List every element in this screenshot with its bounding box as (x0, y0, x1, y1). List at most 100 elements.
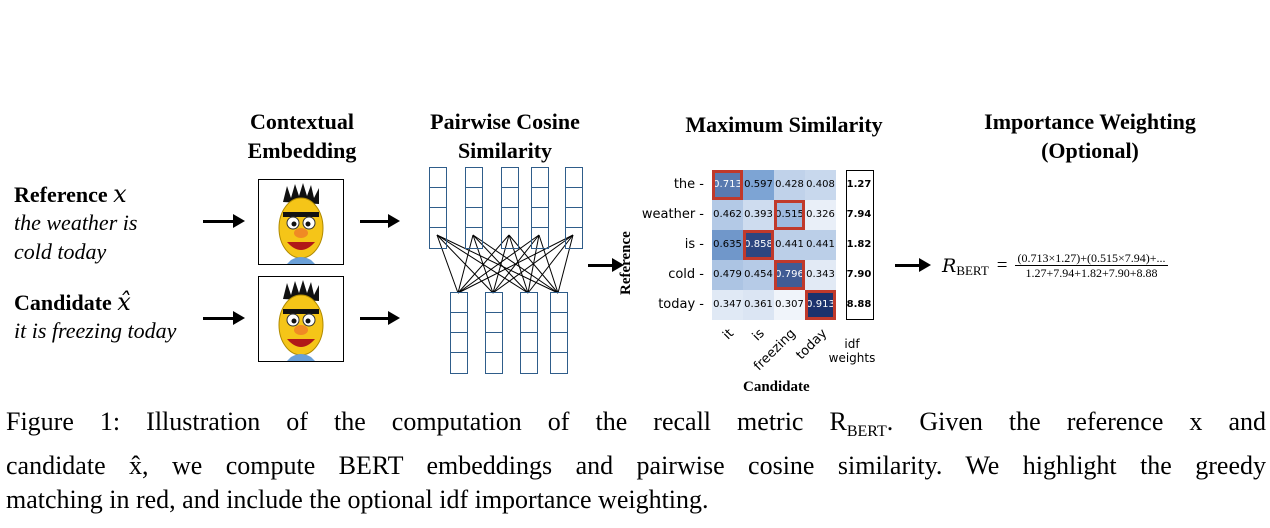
figure-caption: Figure 1: Illustration of the computatio… (6, 405, 1266, 517)
candidate-block: Candidate x̂ it is freezing today (14, 288, 176, 345)
candidate-embedding-vector (485, 292, 503, 374)
bert-embedding-box-candidate (258, 276, 344, 362)
pairwise-connection-line (557, 234, 574, 294)
heatmap-cell: 0.454 (743, 260, 774, 290)
candidate-embedding-vector (550, 292, 568, 374)
pairwise-connection-line (492, 234, 574, 294)
reference-block: Reference x the weather is cold today (14, 180, 137, 266)
reference-embedding-vector (429, 167, 447, 249)
formula-fraction: (0.713×1.27)+(0.515×7.94)+... 1.27+7.94+… (1015, 251, 1168, 280)
heatmap-cell: 0.858 (743, 230, 774, 260)
reference-embedding-vector (501, 167, 519, 249)
pairwise-connection-line (457, 234, 574, 294)
candidate-title: Candidate (14, 290, 112, 315)
caption-line1-start: Figure 1: Illustration of the computatio… (6, 407, 847, 436)
pairwise-connection-line (538, 234, 559, 294)
heatmap-column-label: it (720, 326, 737, 343)
formula-equals: = (996, 254, 1008, 276)
reference-text-line1: the weather is (14, 210, 138, 235)
caption-line1-sub: BERT (846, 423, 887, 441)
caption-line3: matching in red, and include the optiona… (6, 485, 709, 515)
reference-embedding-vector (531, 167, 549, 249)
candidate-embedding-vector (520, 292, 538, 374)
header-contextual-line2: Embedding (247, 138, 357, 163)
heatmap-row-label: is - (684, 237, 704, 252)
heatmap-cell: 0.441 (805, 230, 836, 260)
greedy-match-highlight (774, 200, 805, 230)
idf-weight-value: 7.90 (846, 269, 872, 280)
pairwise-connection-line (457, 234, 510, 294)
heatmap-cell: 0.347 (712, 290, 743, 320)
recall-formula: R BERT = (0.713×1.27)+(0.515×7.94)+... 1… (942, 251, 1168, 280)
heatmap-y-axis-label: Reference (618, 231, 634, 295)
idf-weight-value: 8.88 (846, 299, 872, 310)
heatmap-cell: 0.913 (805, 290, 836, 320)
candidate-title-line: Candidate x̂ (14, 288, 176, 316)
heatmap-cell: 0.343 (805, 260, 836, 290)
similarity-heatmap: Reference Candidate idf weights the -0.7… (600, 165, 900, 395)
bert-face-icon (278, 183, 324, 264)
heatmap-cell: 0.713 (712, 170, 743, 200)
header-pairwise-line1: Pairwise Cosine (430, 109, 580, 134)
idf-weight-value: 1.27 (846, 179, 872, 190)
pairwise-connection-line (436, 234, 459, 294)
heatmap-row-label: today - (658, 297, 704, 312)
header-contextual-embedding: Contextual Embedding (227, 107, 377, 165)
greedy-match-highlight (805, 290, 836, 320)
candidate-text-line1: it is freezing today (14, 318, 177, 343)
reference-embedding-vector (565, 167, 583, 249)
formula-lhs-subscript: BERT (956, 262, 989, 278)
heatmap-row-label: weather - (641, 207, 704, 222)
formula-denominator: 1.27+7.94+1.82+7.90+8.88 (1025, 266, 1158, 280)
caption-line1-end: . Given the reference x and (886, 407, 1266, 436)
heatmap-cell: 0.462 (712, 200, 743, 230)
header-importance-line2: (Optional) (1041, 138, 1139, 163)
formula-numerator: (0.713×1.27)+(0.515×7.94)+... (1015, 251, 1168, 266)
idf-weight-value: 1.82 (846, 239, 872, 250)
greedy-match-highlight (743, 230, 774, 260)
heatmap-cell: 0.479 (712, 260, 743, 290)
header-importance-line1: Importance Weighting (984, 109, 1196, 134)
bert-embedding-box-reference (258, 179, 344, 265)
heatmap-cell: 0.428 (774, 170, 805, 200)
heatmap-cell: 0.326 (805, 200, 836, 230)
heatmap-cell: 0.635 (712, 230, 743, 260)
header-maximum-similarity: Maximum Similarity (685, 112, 883, 137)
idf-weights-box (846, 170, 874, 320)
reference-symbol: x (113, 180, 127, 208)
greedy-match-highlight (712, 170, 743, 200)
header-importance-weighting: Importance Weighting (Optional) (950, 107, 1230, 165)
pairwise-similarity-diagram (425, 165, 590, 374)
heatmap-cell: 0.408 (805, 170, 836, 200)
formula-lhs: R (942, 254, 957, 277)
heatmap-cell: 0.515 (774, 200, 805, 230)
caption-line1: Figure 1: Illustration of the computatio… (6, 405, 1266, 449)
heatmap-cell: 0.441 (774, 230, 805, 260)
candidate-embedding-vector (450, 292, 468, 374)
heatmap-cell: 0.597 (743, 170, 774, 200)
idf-label-line2: weights (828, 351, 876, 365)
header-pairwise-line2: Similarity (457, 138, 553, 163)
pairwise-connection-lines (436, 234, 574, 294)
heatmap-cell: 0.361 (743, 290, 774, 320)
pairwise-connection-line (457, 234, 540, 294)
reference-embedding-vector (465, 167, 483, 249)
candidate-symbol: x̂ (117, 288, 131, 316)
idf-label-line1: idf (844, 337, 860, 351)
heatmap-column-label: is (749, 326, 768, 345)
heatmap-cell: 0.393 (743, 200, 774, 230)
reference-text-line2: cold today (14, 239, 107, 264)
header-pairwise-cosine: Pairwise Cosine Similarity (410, 107, 600, 165)
idf-weights-label: idf weights (822, 337, 882, 365)
heatmap-x-axis-label: Candidate (743, 379, 810, 395)
bert-face-icon (278, 280, 324, 361)
idf-weight-value: 7.94 (846, 209, 872, 220)
pairwise-connection-line (508, 234, 529, 294)
heatmap-cell: 0.796 (774, 260, 805, 290)
greedy-match-highlight (774, 260, 805, 290)
heatmap-cell: 0.307 (774, 290, 805, 320)
pairwise-connection-line (436, 234, 559, 294)
heatmap-row-label: cold - (668, 267, 704, 282)
header-contextual-line1: Contextual (250, 109, 354, 134)
pairwise-connection-line (457, 234, 474, 294)
